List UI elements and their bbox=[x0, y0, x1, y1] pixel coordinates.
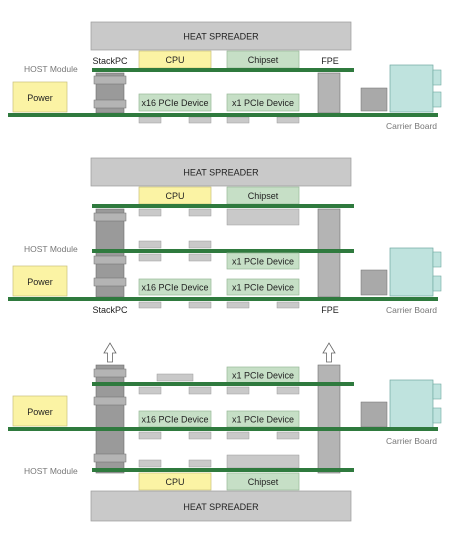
carrier-board-label: Carrier Board bbox=[386, 121, 437, 131]
x1-pcie-device bbox=[226, 252, 300, 270]
stackpc-label: StackPC bbox=[92, 305, 128, 315]
io-connector-small bbox=[360, 401, 388, 428]
carrier-board bbox=[8, 113, 438, 117]
heat-spreader-label: HEAT SPREADER bbox=[183, 168, 259, 178]
x1-pcie-label: x1 PCIe Device bbox=[232, 98, 294, 108]
power-block bbox=[12, 81, 68, 113]
x16-pcie-label: x16 PCIe Device bbox=[141, 283, 208, 293]
heat-spreader-label: HEAT SPREADER bbox=[183, 32, 259, 42]
cpu-label: CPU bbox=[165, 55, 184, 65]
underside-chip bbox=[138, 116, 162, 124]
power-block bbox=[12, 265, 68, 297]
chipset-label: Chipset bbox=[248, 477, 279, 487]
x1-pcie-label: x1 PCIe Device bbox=[232, 371, 294, 381]
power-block bbox=[12, 395, 68, 427]
x16-pcie-device bbox=[138, 278, 212, 296]
io-block bbox=[389, 247, 434, 297]
cpu-chip bbox=[138, 472, 212, 491]
host-module-label: HOST Module bbox=[24, 466, 78, 476]
underside-chip bbox=[276, 116, 300, 124]
power-label: Power bbox=[27, 407, 53, 417]
io-connector-small bbox=[360, 269, 388, 296]
fpe-connector bbox=[317, 72, 341, 114]
x16-pcie-device bbox=[138, 93, 212, 112]
heat-spreader-label: HEAT SPREADER bbox=[183, 502, 259, 512]
underside-chip bbox=[188, 116, 212, 124]
up-arrow-icon bbox=[322, 342, 336, 363]
fpe-connector bbox=[317, 364, 341, 474]
carrier-board-label: Carrier Board bbox=[386, 305, 437, 315]
stackpc-label: StackPC bbox=[92, 56, 128, 66]
chipset-label: Chipset bbox=[248, 191, 279, 201]
panel-1: HEAT SPREADER CPU Chipset HOST Module St… bbox=[8, 21, 442, 131]
io-block bbox=[389, 379, 434, 429]
panel-3: x1 PCIe Device Power x16 PCIe Device x1 … bbox=[8, 342, 442, 522]
fpe-label: FPE bbox=[321, 305, 339, 315]
heat-spreader bbox=[90, 157, 352, 187]
heat-spreader bbox=[90, 21, 352, 51]
host-module-label: HOST Module bbox=[24, 64, 78, 74]
heat-spreader bbox=[90, 490, 352, 522]
host-module-board bbox=[92, 68, 354, 72]
x1-pcie-label: x1 PCIe Device bbox=[232, 415, 294, 425]
up-arrow-icon bbox=[103, 342, 117, 363]
underside-chip bbox=[226, 116, 250, 124]
x1-pcie-device bbox=[226, 278, 300, 296]
io-connector-small bbox=[360, 87, 388, 112]
x1-pcie-device bbox=[226, 93, 300, 112]
carrier-board-label: Carrier Board bbox=[386, 436, 437, 446]
host-module-board bbox=[92, 382, 354, 386]
carrier-board bbox=[8, 297, 438, 301]
fpe-label: FPE bbox=[321, 56, 339, 66]
host-module-board bbox=[92, 468, 354, 472]
x16-pcie-label: x16 PCIe Device bbox=[141, 415, 208, 425]
power-label: Power bbox=[27, 93, 53, 103]
host-module-board bbox=[92, 204, 354, 208]
cpu-label: CPU bbox=[165, 477, 184, 487]
io-block bbox=[389, 64, 434, 113]
host-module-board bbox=[92, 249, 354, 253]
power-label: Power bbox=[27, 277, 53, 287]
host-module-label: HOST Module bbox=[24, 244, 78, 254]
x1-pcie-label: x1 PCIe Device bbox=[232, 257, 294, 267]
carrier-board bbox=[8, 427, 438, 431]
chipset-chip bbox=[226, 472, 300, 491]
chipset-label: Chipset bbox=[248, 55, 279, 65]
x16-pcie-label: x16 PCIe Device bbox=[141, 98, 208, 108]
x1-pcie-label: x1 PCIe Device bbox=[232, 283, 294, 293]
cpu-label: CPU bbox=[165, 191, 184, 201]
panel-2: HEAT SPREADER CPU Chipset HOST Module x1… bbox=[8, 157, 442, 315]
